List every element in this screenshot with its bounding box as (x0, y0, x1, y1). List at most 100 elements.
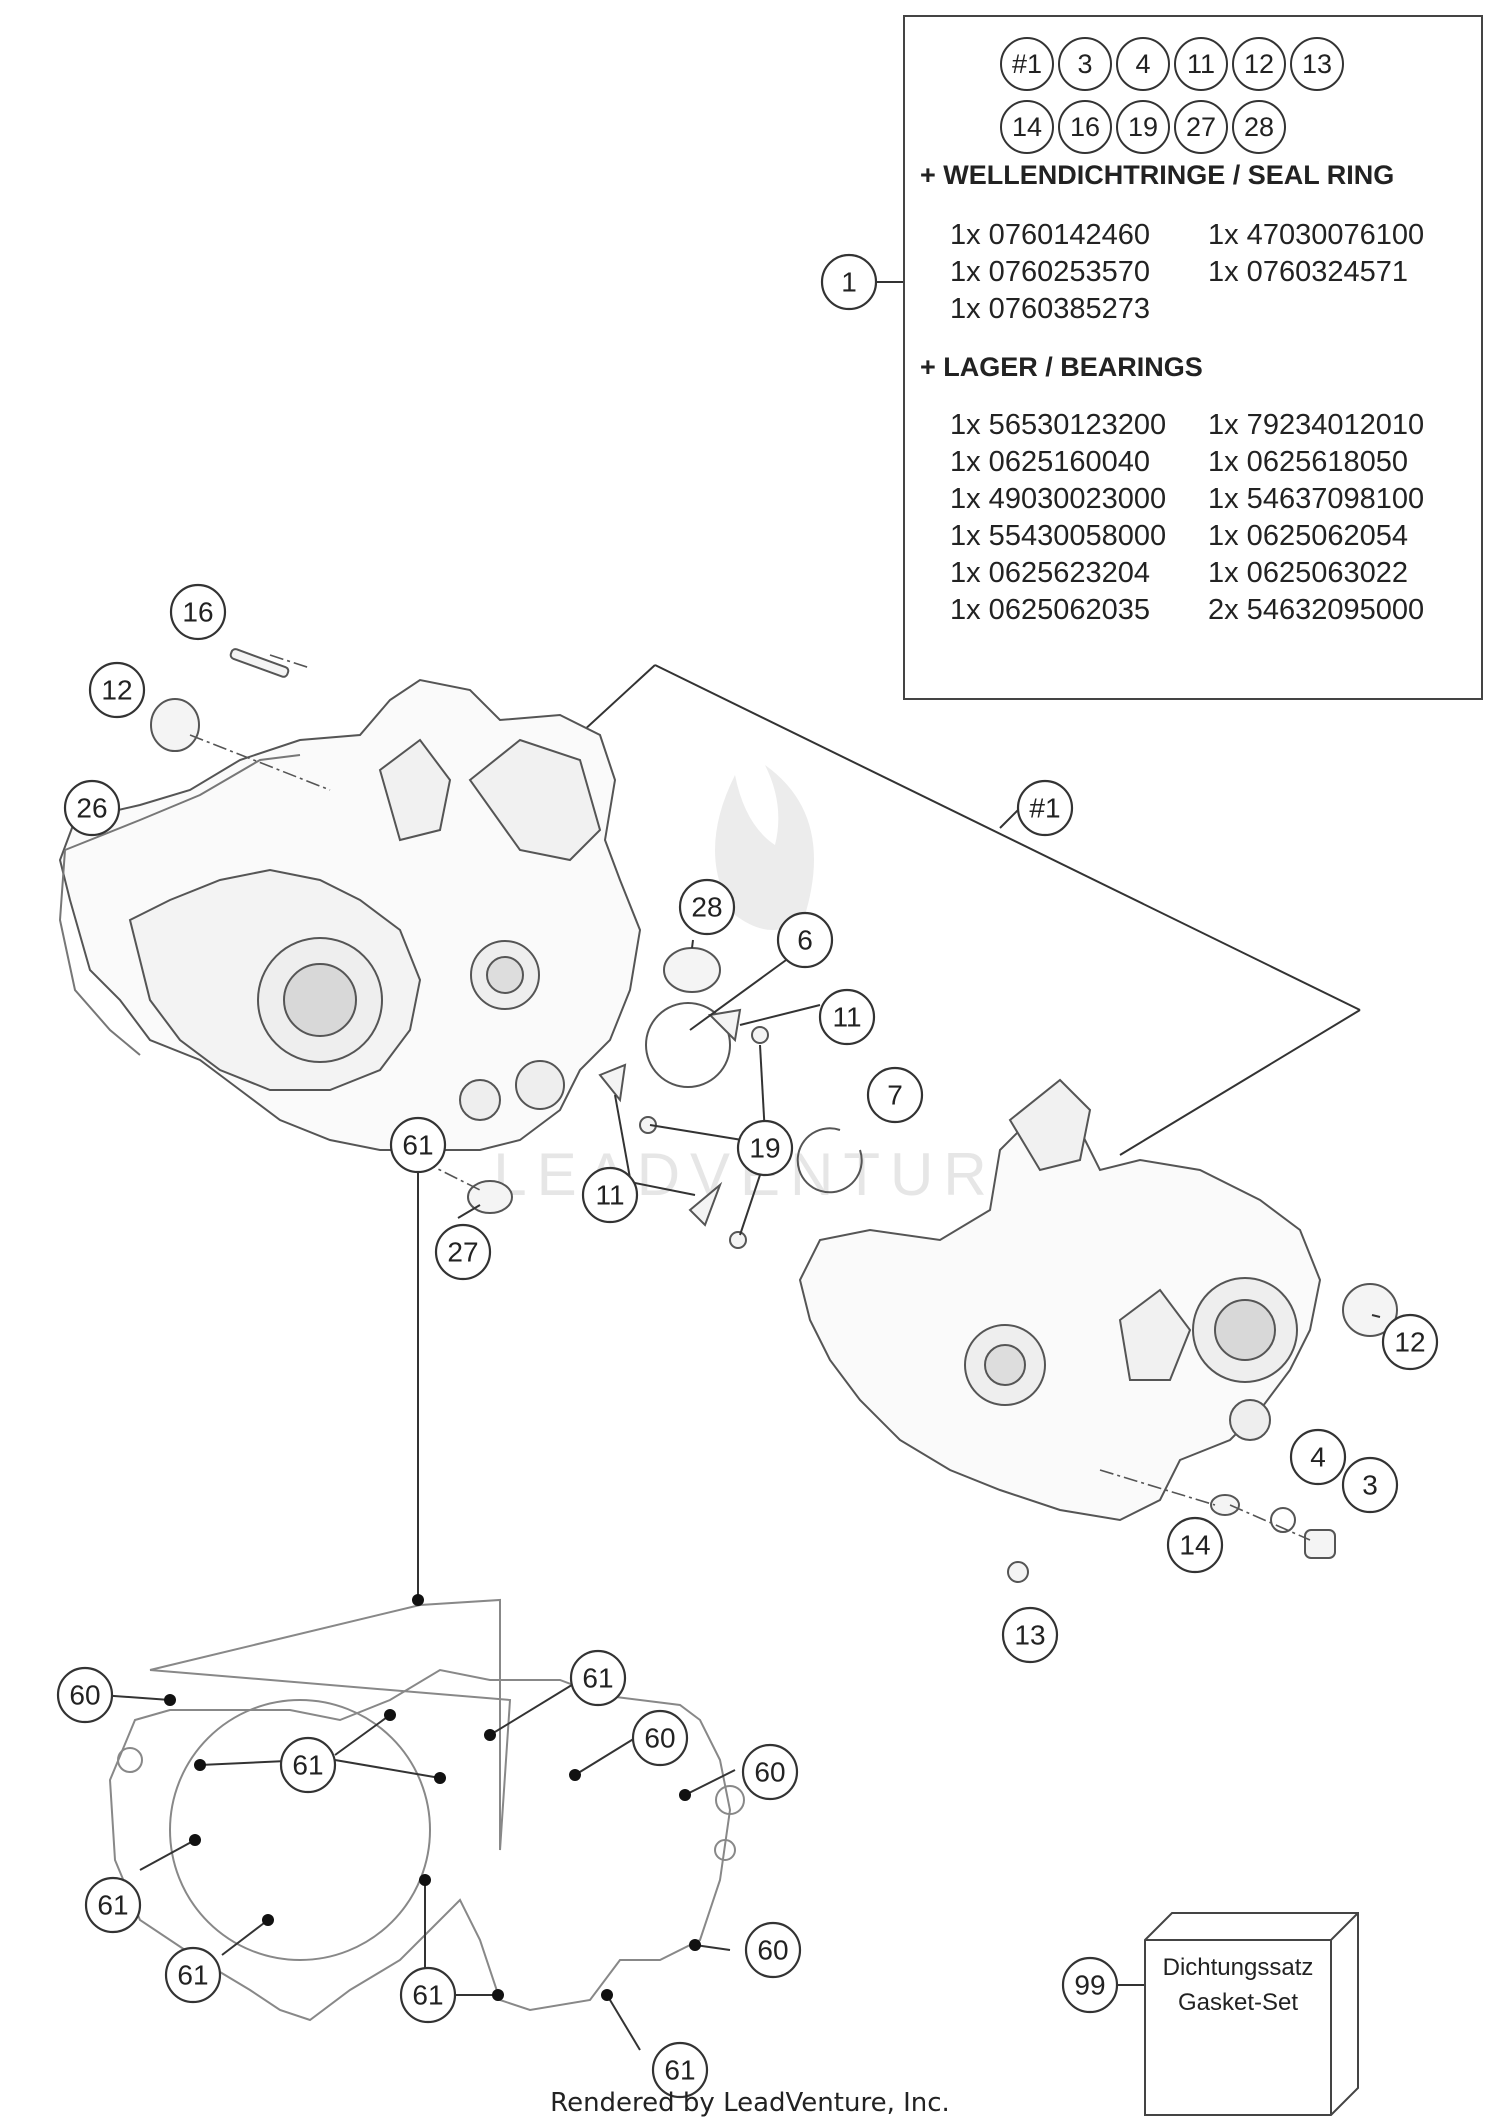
svg-text:99: 99 (1074, 1970, 1105, 2001)
callout-12-left[interactable]: 12 (88, 661, 146, 719)
svg-text:3: 3 (1362, 1470, 1378, 1501)
seal-ring-section-title: + WELLENDICHTRINGE / SEAL RING (920, 160, 1395, 190)
callout-61-bottom-right[interactable]: 61 (651, 2041, 709, 2099)
part-number: 1x 0625160040 (950, 446, 1150, 478)
callout-60-mid[interactable]: 60 (631, 1709, 689, 1767)
kit-item-13[interactable]: 13 (1290, 37, 1344, 91)
screw-13 (1007, 1561, 1029, 1583)
svg-text:7: 7 (887, 1080, 903, 1111)
part-number: 1x 0760253570 (950, 256, 1150, 288)
callout-4[interactable]: 4 (1289, 1428, 1347, 1486)
svg-text:61: 61 (582, 1663, 613, 1694)
svg-text:27: 27 (447, 1237, 478, 1268)
callout-61-left[interactable]: 61 (84, 1876, 142, 1934)
part-number: 1x 0625063022 (1208, 557, 1408, 589)
svg-text:4: 4 (1310, 1442, 1326, 1473)
callout-19[interactable]: 19 (736, 1119, 794, 1177)
svg-text:28: 28 (691, 892, 722, 923)
circlip-7 (796, 1127, 863, 1194)
plate-11-top (707, 1008, 742, 1043)
washer-4 (1270, 1507, 1296, 1533)
svg-text:16: 16 (182, 597, 213, 628)
part-number: 1x 0760385273 (950, 293, 1150, 325)
bushing-28 (663, 947, 721, 993)
callout-61-top[interactable]: 61 (389, 1116, 447, 1174)
kit-item-4[interactable]: 4 (1116, 37, 1170, 91)
kit-item-28[interactable]: 28 (1232, 100, 1286, 154)
kit-item-assembly[interactable]: #1 (1000, 37, 1054, 91)
kit-item-11[interactable]: 11 (1174, 37, 1228, 91)
svg-text:14: 14 (1179, 1530, 1210, 1561)
part-number: 1x 0760324571 (1208, 256, 1408, 288)
part-number: 1x 55430058000 (950, 520, 1167, 552)
circlip-6 (645, 1002, 731, 1088)
callout-61-bottom-center[interactable]: 61 (399, 1966, 457, 2024)
bolt-16 (229, 648, 290, 678)
footer-credit: Rendered by LeadVenture, Inc. (550, 2088, 950, 2118)
kit-item-3[interactable]: 3 (1058, 37, 1112, 91)
callout-26[interactable]: 26 (63, 779, 121, 837)
assembly-lines (189, 654, 1311, 1541)
callout-11-top[interactable]: 11 (818, 988, 876, 1046)
callout-60-lower-right[interactable]: 60 (744, 1921, 802, 1979)
bearings-part-list: 1x 56530123200 1x 79234012010 1x 0625160… (950, 407, 1468, 629)
kit-item-12[interactable]: 12 (1232, 37, 1286, 91)
callout-61-bottom-left[interactable]: 61 (164, 1946, 222, 2004)
small-parts (150, 648, 1398, 1583)
kit-included-row-2: 14 16 19 27 28 (1000, 100, 1286, 154)
svg-text:11: 11 (595, 1180, 624, 1211)
bushing-12-left (150, 698, 200, 752)
gasket-26-outline (58, 754, 301, 1056)
leader-lines (556, 281, 1361, 1156)
callout-60-left[interactable]: 60 (56, 1666, 114, 1724)
svg-text:61: 61 (97, 1890, 128, 1921)
gasket-set-box[interactable]: Dichtungssatz Gasket-Set (1117, 1912, 1359, 2116)
svg-text:61: 61 (292, 1750, 323, 1781)
kit-item-19[interactable]: 19 (1116, 100, 1170, 154)
callout-61-mid-right[interactable]: 61 (569, 1649, 627, 1707)
callout-28[interactable]: 28 (678, 878, 736, 936)
svg-text:12: 12 (101, 675, 132, 706)
part-number: 1x 79234012010 (1208, 409, 1425, 441)
svg-text:60: 60 (757, 1935, 788, 1966)
gasket-set-label-de: Dichtungssatz (1163, 1954, 1314, 1981)
plate-11-bottom (688, 1181, 723, 1227)
ring-14 (1210, 1494, 1240, 1516)
svg-text:#1: #1 (1029, 793, 1060, 824)
bearings-section-title: + LAGER / BEARINGS (920, 352, 1203, 382)
callout-16[interactable]: 16 (169, 583, 227, 641)
callout-assembly-1[interactable]: #1 (1016, 779, 1074, 837)
svg-text:12: 12 (1394, 1327, 1425, 1358)
kit-contents-panel: #1 3 4 11 12 13 14 16 19 27 28 + WELLEND… (903, 15, 1483, 700)
callout-6[interactable]: 6 (776, 911, 834, 969)
part-number: 1x 0625618050 (1208, 446, 1408, 478)
seal-ring-part-list: 1x 0760142460 1x 47030076100 1x 07602535… (950, 217, 1468, 328)
svg-text:26: 26 (76, 793, 107, 824)
kit-item-16[interactable]: 16 (1058, 100, 1112, 154)
svg-text:13: 13 (1014, 1620, 1045, 1651)
callout-3[interactable]: 3 (1341, 1456, 1399, 1514)
callout-99[interactable]: 99 (1061, 1956, 1119, 2014)
callout-13[interactable]: 13 (1001, 1606, 1059, 1664)
callout-27[interactable]: 27 (434, 1223, 492, 1281)
bushing-12-right (1342, 1283, 1398, 1337)
callout-12-right[interactable]: 12 (1381, 1313, 1439, 1371)
kit-item-14[interactable]: 14 (1000, 100, 1054, 154)
callout-11-bottom[interactable]: 11 (581, 1166, 639, 1224)
callout-7[interactable]: 7 (866, 1066, 924, 1124)
callout-14[interactable]: 14 (1166, 1516, 1224, 1574)
plug-3 (1304, 1529, 1336, 1559)
svg-text:60: 60 (754, 1757, 785, 1788)
kit-item-27[interactable]: 27 (1174, 100, 1228, 154)
svg-text:61: 61 (177, 1960, 208, 1991)
svg-text:61: 61 (664, 2055, 695, 2086)
svg-text:6: 6 (797, 925, 813, 956)
callout-1[interactable]: 1 (820, 253, 878, 311)
callout-60-right[interactable]: 60 (741, 1743, 799, 1801)
svg-text:60: 60 (644, 1723, 675, 1754)
gasket-leaders (99, 1172, 736, 2051)
kit-included-row-1: #1 3 4 11 12 13 (1000, 37, 1344, 91)
watermark-flame-icon (715, 765, 814, 930)
svg-text:19: 19 (749, 1133, 780, 1164)
callout-61-center[interactable]: 61 (279, 1736, 337, 1794)
